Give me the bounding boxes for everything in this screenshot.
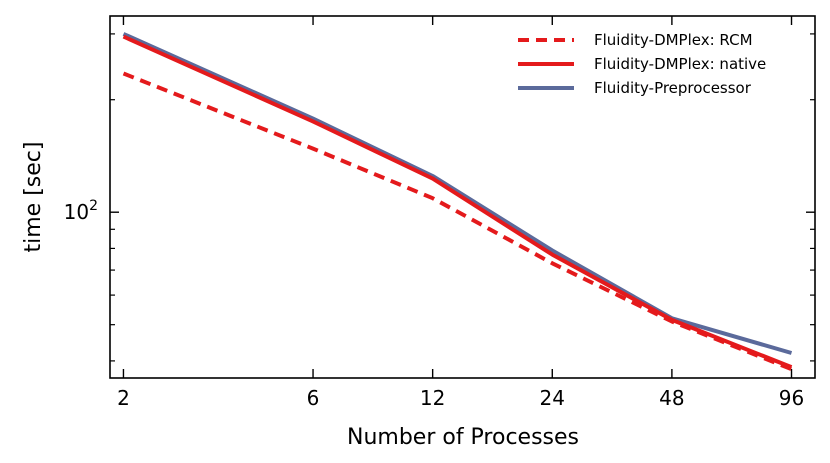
legend-label: Fluidity-DMPlex: native [594, 55, 766, 73]
x-tick-label: 12 [420, 386, 445, 410]
legend-label: Fluidity-DMPlex: RCM [594, 31, 753, 49]
series-lines [122, 32, 793, 372]
axis-major-ticks [110, 16, 815, 378]
y-tick-label: 102 [64, 198, 98, 224]
y-tick-label-base: 10 [64, 200, 89, 224]
y-minor-ticks [110, 33, 815, 362]
legend-label: Fluidity-Preprocessor [594, 79, 752, 97]
series-line [122, 34, 793, 369]
series-line [122, 71, 793, 372]
x-tick-label: 24 [540, 386, 565, 410]
y-axis-title: time [sec] [21, 142, 46, 253]
x-tick-label: 48 [659, 386, 684, 410]
x-tick-label: 2 [117, 386, 130, 410]
x-tick-label: 96 [779, 386, 804, 410]
y-tick-label-exponent: 2 [89, 198, 98, 214]
x-tick-labels: 2 6 12 24 48 96 [117, 386, 804, 410]
series-line [122, 32, 793, 355]
x-axis-title: Number of Processes [347, 425, 579, 450]
legend: Fluidity-DMPlex: RCM Fluidity-DMPlex: nat… [518, 31, 766, 97]
x-tick-label: 6 [307, 386, 320, 410]
y-tick-labels: 102 [64, 198, 98, 224]
